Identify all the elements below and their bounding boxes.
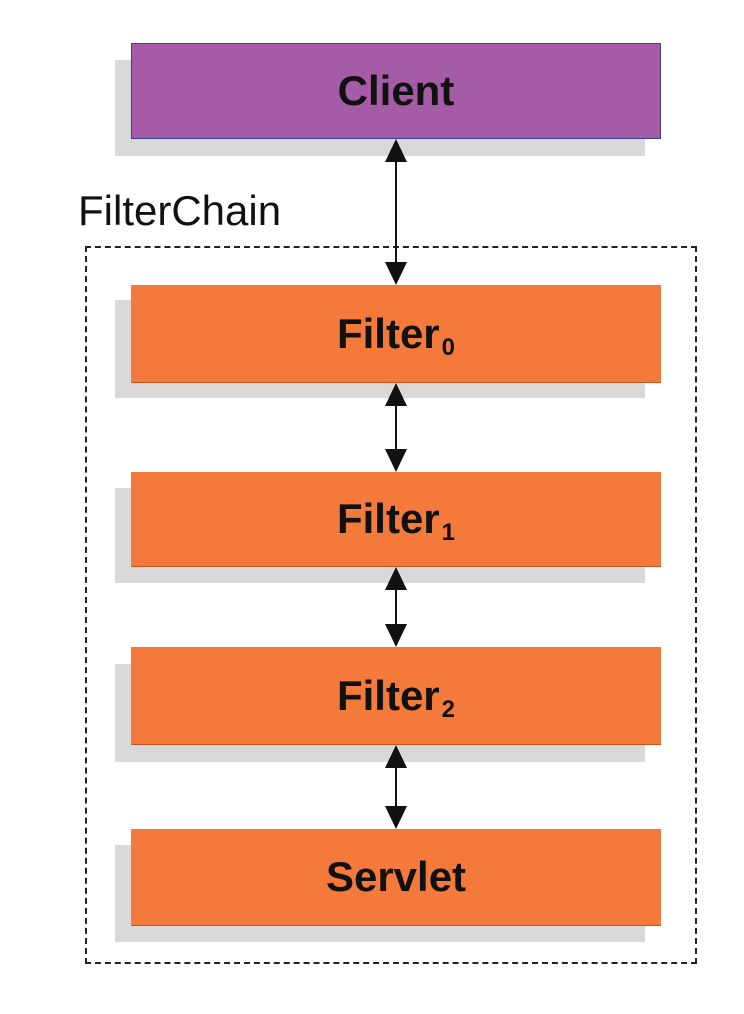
filter-0-label: Filter <box>336 309 440 357</box>
filter-chain-label: FilterChain <box>78 187 282 234</box>
filter-2-label: Filter <box>336 671 440 719</box>
arrow-filter-2-servlet <box>385 745 407 829</box>
filter-chain-frame <box>85 246 697 964</box>
arrow-filter-1-filter-2 <box>385 567 407 647</box>
client-box: Client <box>131 43 661 139</box>
filter-0-subscript: 0 <box>441 333 456 361</box>
arrow-client-filter-0 <box>385 139 407 285</box>
servlet-box: Servlet <box>131 829 661 926</box>
filter-1-subscript: 1 <box>441 519 456 546</box>
servlet-label: Servlet <box>325 853 467 900</box>
filter-1-label: Filter <box>336 495 440 542</box>
client-label: Client <box>337 67 455 114</box>
arrow-filter-0-filter-1 <box>385 383 407 472</box>
filter-2-subscript: 2 <box>441 695 456 723</box>
